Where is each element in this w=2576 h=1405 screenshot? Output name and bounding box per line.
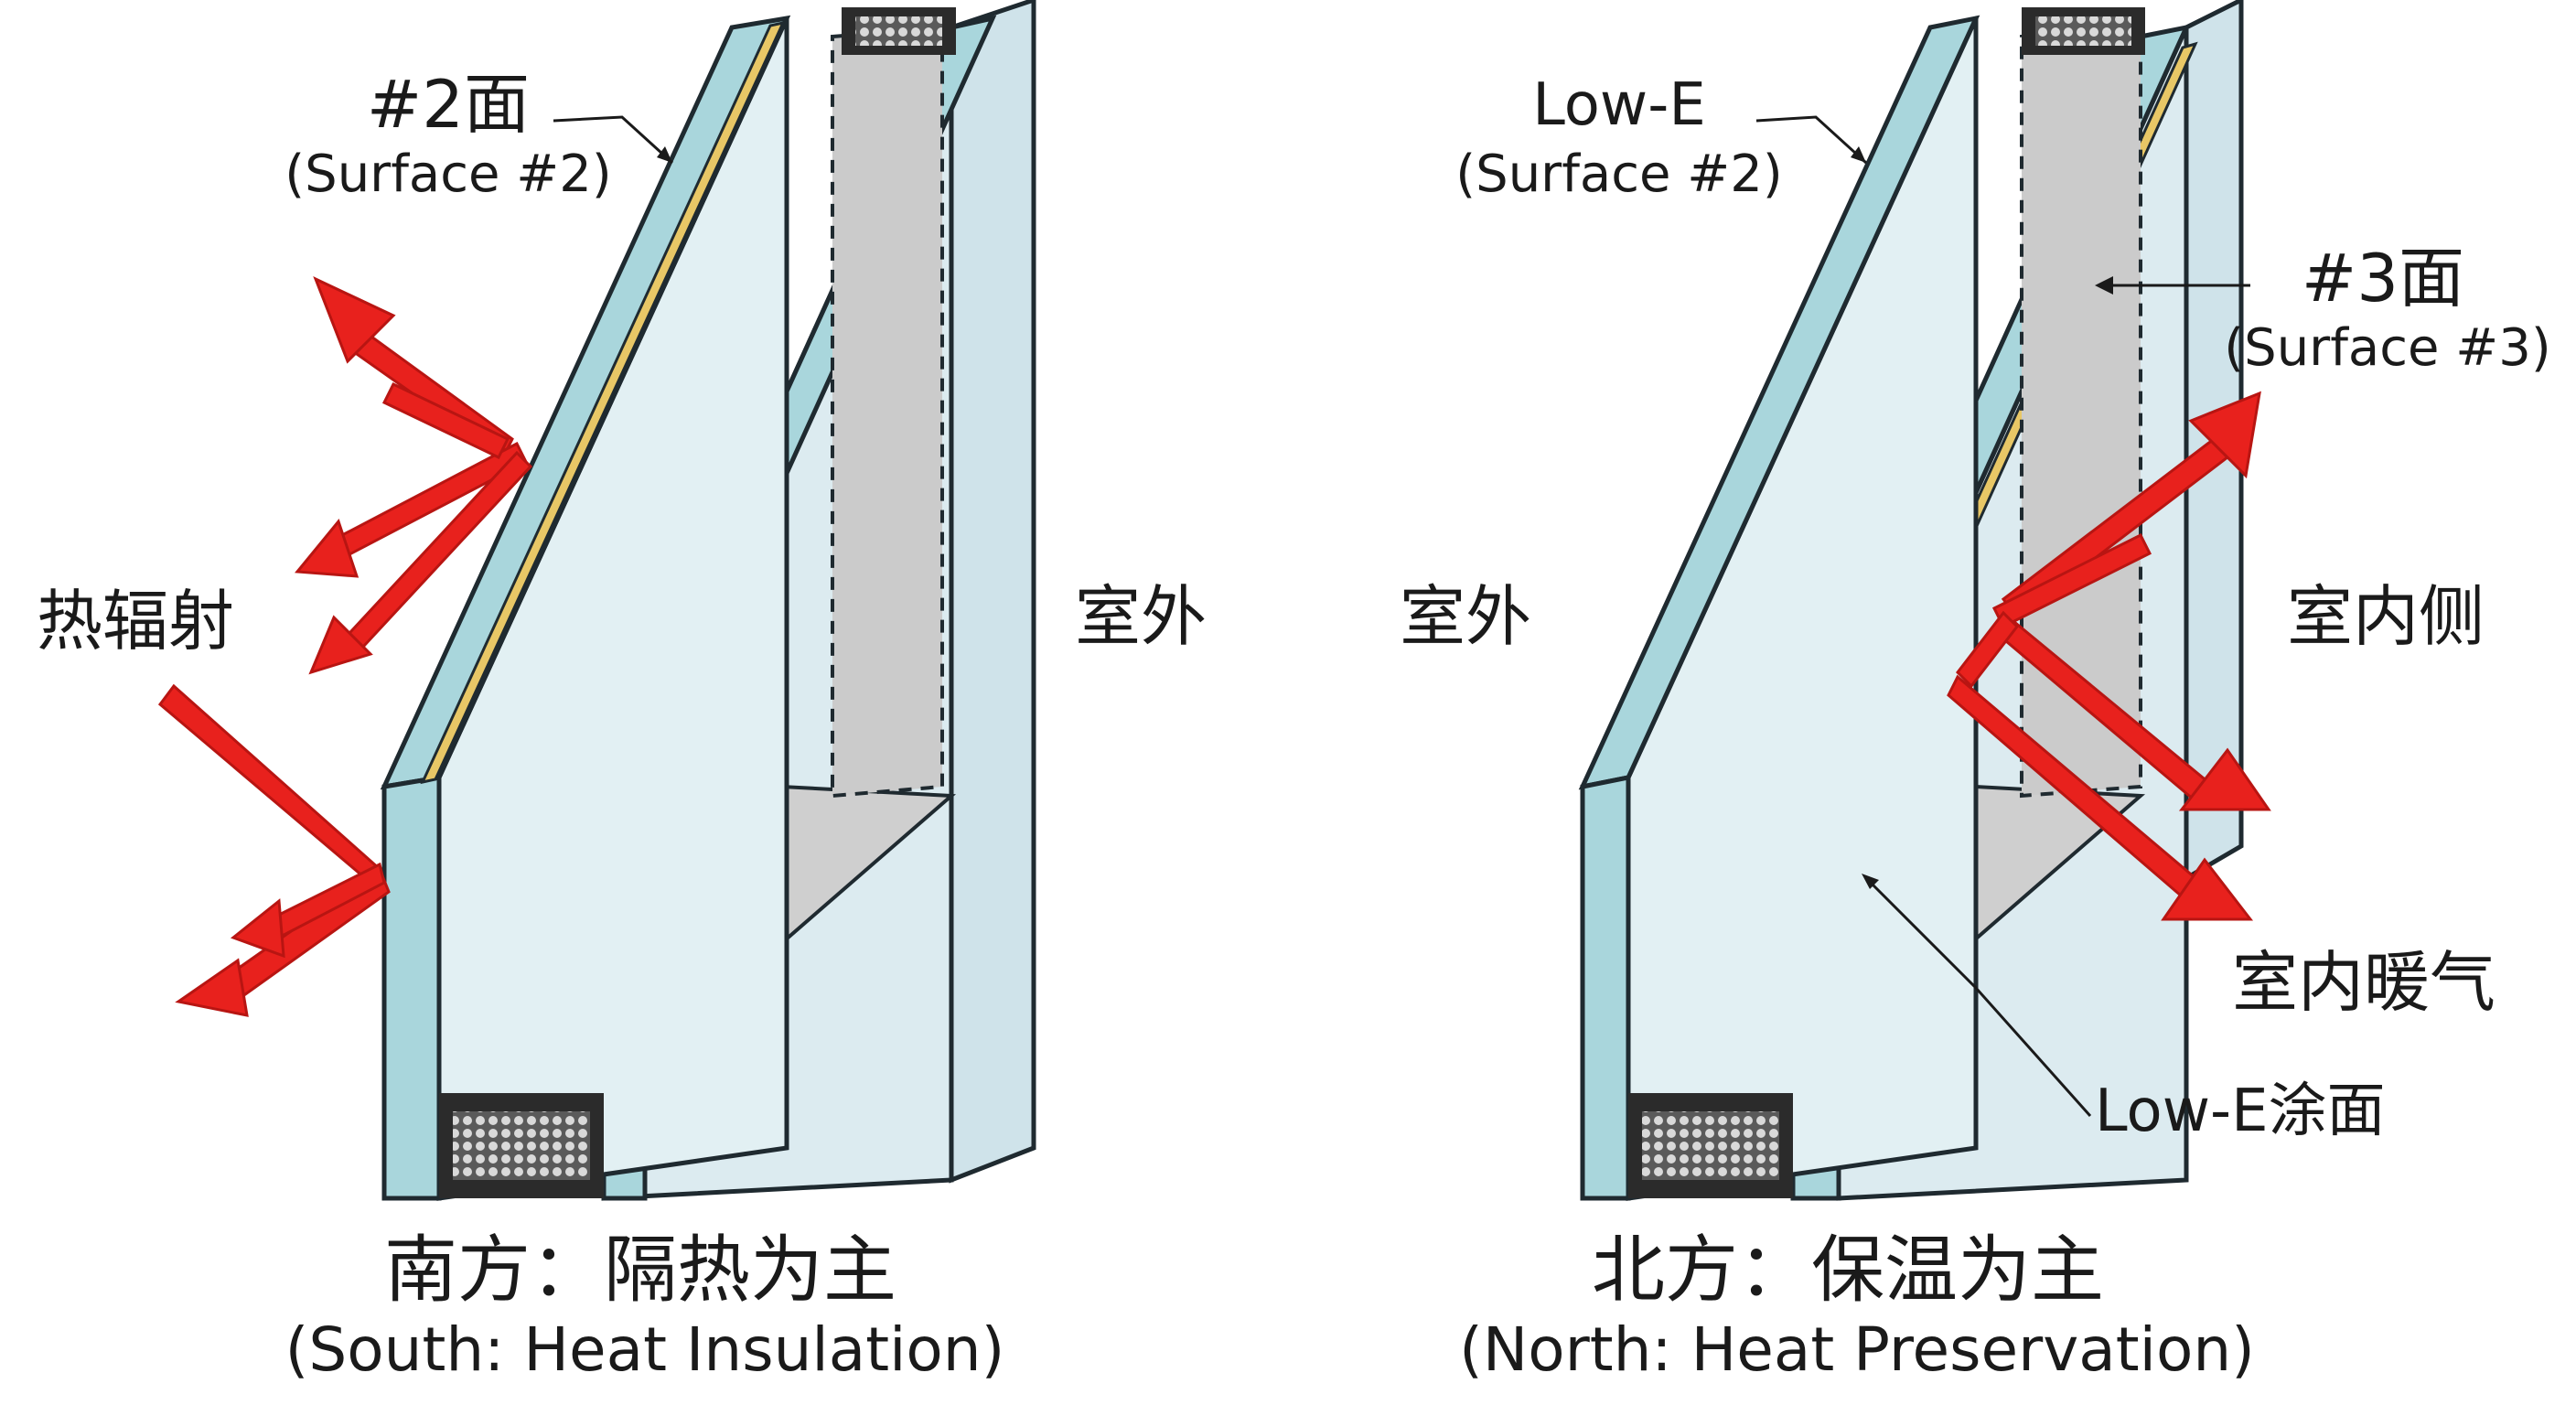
left-arrow-2-head xyxy=(175,958,249,1017)
left-radiation-label: 热辐射 xyxy=(37,583,235,660)
left-spacer-top-desiccant xyxy=(855,16,942,46)
right-surface3-label: #3面 xyxy=(2301,240,2465,316)
right-lowe-sublabel: (Surface #2) xyxy=(1455,145,1783,204)
left-radiation-arrows xyxy=(157,276,533,1017)
left-inner-pane-face xyxy=(949,0,1036,1184)
left-arrow-5-head xyxy=(295,518,360,578)
right-surface3-sublabel: (Surface #3) xyxy=(2224,318,2551,378)
left-caption-en: (South: Heat Insulation) xyxy=(284,1314,1005,1385)
left-outer-pane-edge xyxy=(381,775,442,1201)
right-arrow-2-head xyxy=(2178,747,2271,811)
right-caption-cn: 北方：保温为主 xyxy=(1592,1228,2104,1313)
right-caption-en: (North: Heat Preservation) xyxy=(1459,1314,2255,1385)
left-arrow-4-head xyxy=(313,276,396,364)
left-surface-leader xyxy=(553,115,674,165)
left-arrow-1 xyxy=(157,683,381,885)
right-inside-label: 室内侧 xyxy=(2287,578,2485,655)
right-coating-leader xyxy=(1864,876,2092,1117)
right-radiation-arrows xyxy=(1947,391,2271,921)
left-spacer-back xyxy=(831,25,944,799)
right-arrow-1-head xyxy=(2188,391,2261,479)
right-spacer-bottom-desiccant xyxy=(1642,1111,1779,1180)
right-arrow-3-head xyxy=(2161,857,2254,921)
right-warm-label: 室内暖气 xyxy=(2232,944,2496,1021)
right-lowe-label: Low-E xyxy=(1532,71,1706,139)
right-surface3-leader-head xyxy=(2095,276,2113,295)
left-caption-cn: 南方：隔热为主 xyxy=(384,1228,896,1313)
right-arrow-5 xyxy=(1956,610,2019,689)
left-arrow-6-head xyxy=(308,615,373,675)
right-outer-pane-edge xyxy=(1580,774,1631,1201)
left-coating-layer xyxy=(420,20,786,785)
left-surface-label: #2面 xyxy=(366,66,531,143)
right-outside-label: 室外 xyxy=(1400,578,1532,655)
left-arrow-3-head xyxy=(230,898,285,959)
right-coating-label: Low-E涂面 xyxy=(2095,1078,2386,1145)
left-spacer-bottom-desiccant xyxy=(453,1111,590,1180)
right-spacer-top-desiccant xyxy=(2035,16,2131,46)
left-surface-sublabel: (Surface #2) xyxy=(284,145,612,204)
right-lowe-leader xyxy=(1755,115,1868,165)
right-lowe-leader-head xyxy=(1851,146,1866,163)
left-outside-label: 室外 xyxy=(1075,578,1208,655)
left-glazing-unit xyxy=(380,0,1036,1201)
left-surface-leader-head xyxy=(657,146,672,163)
right-coating-leader-head xyxy=(1862,874,1879,889)
left-arrow-7 xyxy=(381,382,510,459)
